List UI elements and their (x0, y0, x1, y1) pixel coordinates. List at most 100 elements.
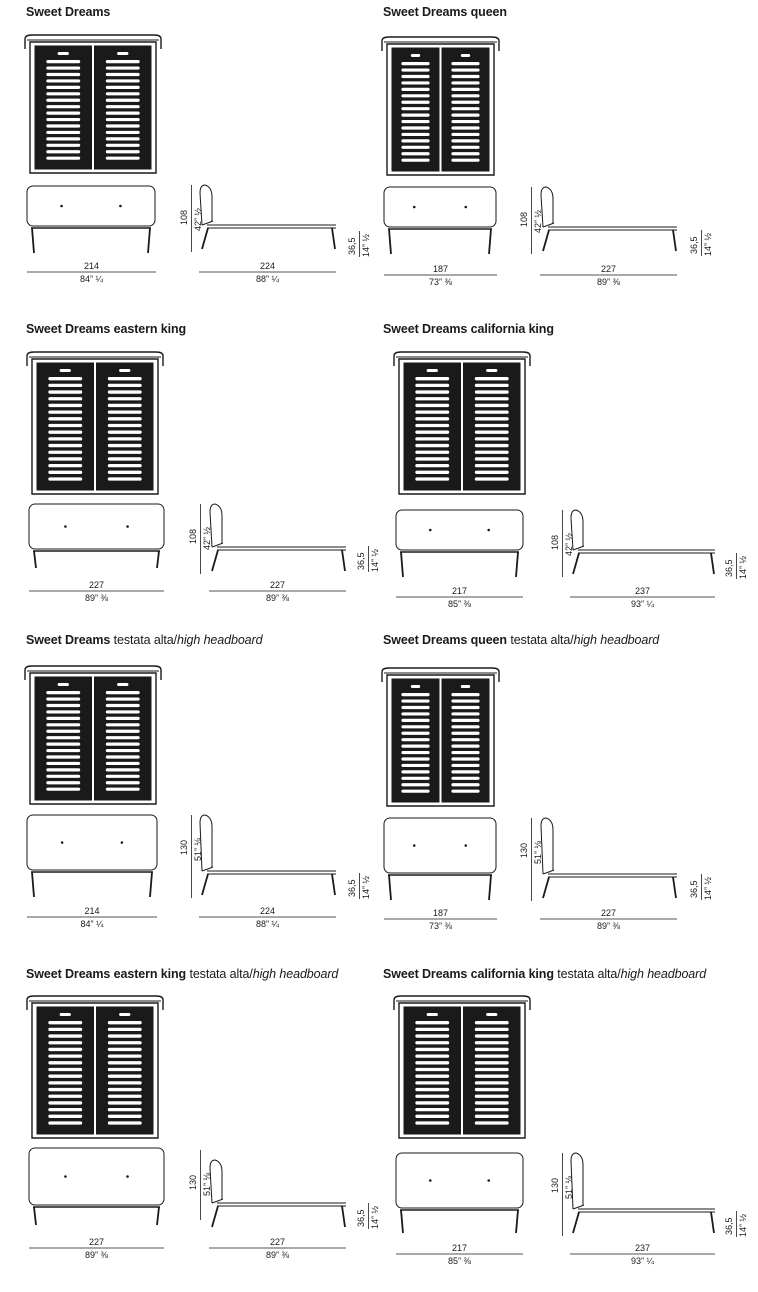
bed-frame-outline (399, 1003, 525, 1138)
section-title: Sweet Dreams (26, 5, 110, 19)
bed-frame-outline (30, 42, 156, 173)
side-leg-foot (332, 874, 335, 895)
slat (107, 403, 142, 408)
slat (474, 377, 509, 381)
slat (48, 1061, 83, 1065)
slat (401, 776, 430, 780)
slat (474, 1101, 509, 1105)
slat (107, 463, 142, 468)
section-title: Sweet Dreams queen testata alta/high hea… (383, 633, 659, 647)
side-view (210, 504, 346, 571)
bed-frame-outline (32, 1003, 158, 1138)
slat (107, 430, 142, 434)
slat (46, 124, 81, 128)
slat (474, 443, 509, 448)
slat (474, 403, 509, 408)
slat (415, 1074, 450, 1078)
slat (474, 1121, 509, 1125)
slat (415, 1027, 450, 1032)
slat (46, 748, 81, 753)
slat (48, 470, 83, 474)
slat (48, 410, 83, 414)
model-name: Sweet Dreams (26, 633, 111, 647)
slat (48, 1027, 83, 1032)
section-4-drawings (394, 352, 737, 597)
leg-left (32, 872, 34, 897)
slat (48, 1087, 83, 1092)
slat (474, 1087, 509, 1092)
slat (401, 783, 430, 787)
length-in: 93” ¼ (630, 1256, 654, 1266)
slat (105, 781, 140, 785)
button-left (412, 844, 416, 847)
slat (474, 457, 509, 461)
slat (474, 423, 509, 428)
slat (107, 470, 142, 474)
slat (401, 699, 430, 703)
slat (474, 1114, 509, 1118)
slat (46, 85, 81, 89)
slat (107, 457, 142, 461)
slat (107, 1034, 142, 1038)
variant-label: testata alta/ (553, 967, 621, 981)
button-right (487, 1179, 491, 1182)
button-left (60, 204, 63, 208)
button-left (64, 1175, 67, 1178)
side-view (200, 815, 336, 895)
side-leg-foot (342, 1206, 345, 1227)
slat (46, 755, 81, 759)
slat (451, 776, 480, 780)
leg-right (148, 228, 150, 253)
slat (451, 145, 480, 149)
slat (46, 787, 81, 791)
slat (107, 1107, 142, 1112)
slat (474, 1107, 509, 1112)
headboard-base (543, 870, 554, 874)
bed-frame-outline (30, 673, 156, 804)
slat (105, 150, 140, 154)
width-cm: 187 (432, 264, 449, 274)
top-view (394, 352, 530, 494)
slat (46, 137, 81, 141)
slat (107, 1027, 142, 1032)
section-title: Sweet Dreams testata alta/high headboard (26, 633, 263, 647)
slat (46, 697, 81, 701)
slat (415, 430, 450, 434)
slat-handle (117, 683, 129, 686)
slat (48, 377, 83, 381)
length-cm: 237 (634, 1243, 651, 1253)
slat (105, 130, 140, 135)
side-leg-head (202, 228, 208, 249)
slat (107, 437, 142, 441)
slat (415, 1081, 450, 1085)
slat (415, 390, 450, 394)
slat (474, 430, 509, 434)
length-cm: 227 (600, 264, 617, 274)
slat (415, 457, 450, 461)
headboard-profile (541, 818, 553, 874)
side-view (541, 818, 677, 898)
button-left (428, 1179, 432, 1182)
length-cm: 224 (259, 261, 276, 271)
side-leg-foot (711, 1212, 714, 1233)
slat (48, 1114, 83, 1118)
slat (401, 94, 430, 98)
slat (415, 1107, 450, 1112)
width-in: 84” ¼ (80, 919, 104, 929)
slat (451, 158, 480, 162)
slat (105, 710, 140, 714)
slat (46, 66, 81, 70)
slat (105, 716, 140, 720)
slat (474, 1081, 509, 1085)
headboard-top (25, 666, 161, 680)
slat (474, 1074, 509, 1078)
slat (451, 113, 480, 117)
front-view (27, 186, 155, 253)
slat (105, 143, 140, 147)
slat (107, 383, 142, 388)
slat (105, 742, 140, 746)
slat (48, 423, 83, 428)
slat (105, 761, 140, 766)
slat (401, 731, 430, 735)
headboard-top (25, 35, 161, 49)
